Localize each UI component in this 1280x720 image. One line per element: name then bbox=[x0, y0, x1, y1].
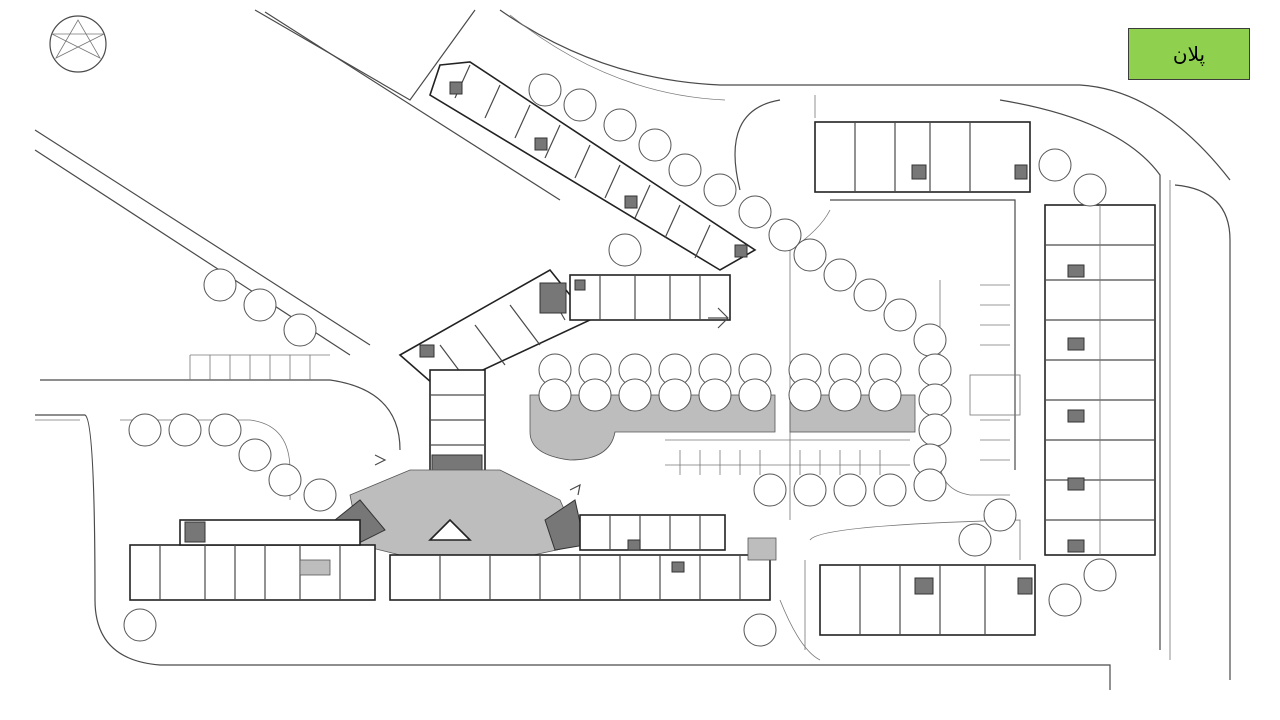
tree-canopy bbox=[873, 473, 907, 507]
tree-canopy bbox=[828, 378, 862, 412]
tree-canopy bbox=[788, 378, 822, 412]
entrance-arrow-icon bbox=[569, 483, 581, 496]
tree-canopy bbox=[823, 258, 857, 292]
tree-canopy bbox=[203, 268, 237, 302]
tree-canopy bbox=[703, 173, 737, 207]
entrance-arrow-icon bbox=[374, 454, 387, 466]
tree-canopy bbox=[238, 438, 272, 472]
tree-canopy bbox=[1083, 558, 1117, 592]
tree-canopy bbox=[743, 613, 777, 647]
plan-title-label: پلان bbox=[1128, 28, 1250, 80]
north-arrow-icon bbox=[49, 15, 107, 73]
tree-canopy bbox=[738, 195, 772, 229]
vertical-spine-block bbox=[429, 369, 486, 481]
tree-canopy bbox=[528, 73, 562, 107]
tree-canopy bbox=[983, 498, 1017, 532]
tree-canopy bbox=[303, 478, 337, 512]
northeast-housing-block bbox=[814, 121, 1031, 193]
tree-canopy bbox=[1048, 583, 1082, 617]
northwest-housing-block bbox=[429, 61, 757, 271]
tree-canopy bbox=[563, 88, 597, 122]
tree-canopy bbox=[1038, 148, 1072, 182]
tree-canopy bbox=[918, 383, 952, 417]
tree-canopy bbox=[913, 468, 947, 502]
tree-canopy bbox=[753, 473, 787, 507]
tree-canopy bbox=[918, 353, 952, 387]
south-row-block bbox=[389, 514, 777, 601]
tree-canopy bbox=[603, 108, 637, 142]
west-wing-block bbox=[129, 519, 376, 601]
tree-canopy bbox=[243, 288, 277, 322]
tree-canopy bbox=[578, 378, 612, 412]
tree-canopy bbox=[853, 278, 887, 312]
southeast-housing-block bbox=[819, 564, 1036, 636]
tree-canopy bbox=[268, 463, 302, 497]
tree-canopy bbox=[658, 378, 692, 412]
upper-middle-row bbox=[569, 274, 731, 329]
tree-canopy bbox=[538, 378, 572, 412]
tree-canopy bbox=[883, 298, 917, 332]
tree-canopy bbox=[123, 608, 157, 642]
tree-canopy bbox=[768, 218, 802, 252]
tree-canopy bbox=[738, 378, 772, 412]
tree-canopy bbox=[638, 128, 672, 162]
tree-canopy bbox=[833, 473, 867, 507]
parking-stalls bbox=[189, 284, 1021, 475]
tree-canopy bbox=[918, 413, 952, 447]
tree-canopy bbox=[698, 378, 732, 412]
tree-canopy bbox=[668, 153, 702, 187]
tree-canopy bbox=[793, 238, 827, 272]
tree-canopy bbox=[128, 413, 162, 447]
tree-canopy bbox=[208, 413, 242, 447]
tree-canopy bbox=[283, 313, 317, 347]
east-long-block bbox=[1044, 204, 1156, 556]
entrance-arrow-icon bbox=[708, 307, 729, 329]
tree-canopy bbox=[608, 233, 642, 267]
tree-canopy bbox=[913, 323, 947, 357]
tree-canopy bbox=[793, 473, 827, 507]
tree-canopy bbox=[1073, 173, 1107, 207]
tree-canopy bbox=[168, 413, 202, 447]
tree-canopy bbox=[958, 523, 992, 557]
tree-canopy bbox=[868, 378, 902, 412]
tree-canopy bbox=[618, 378, 652, 412]
tree-canopies bbox=[123, 73, 1117, 647]
